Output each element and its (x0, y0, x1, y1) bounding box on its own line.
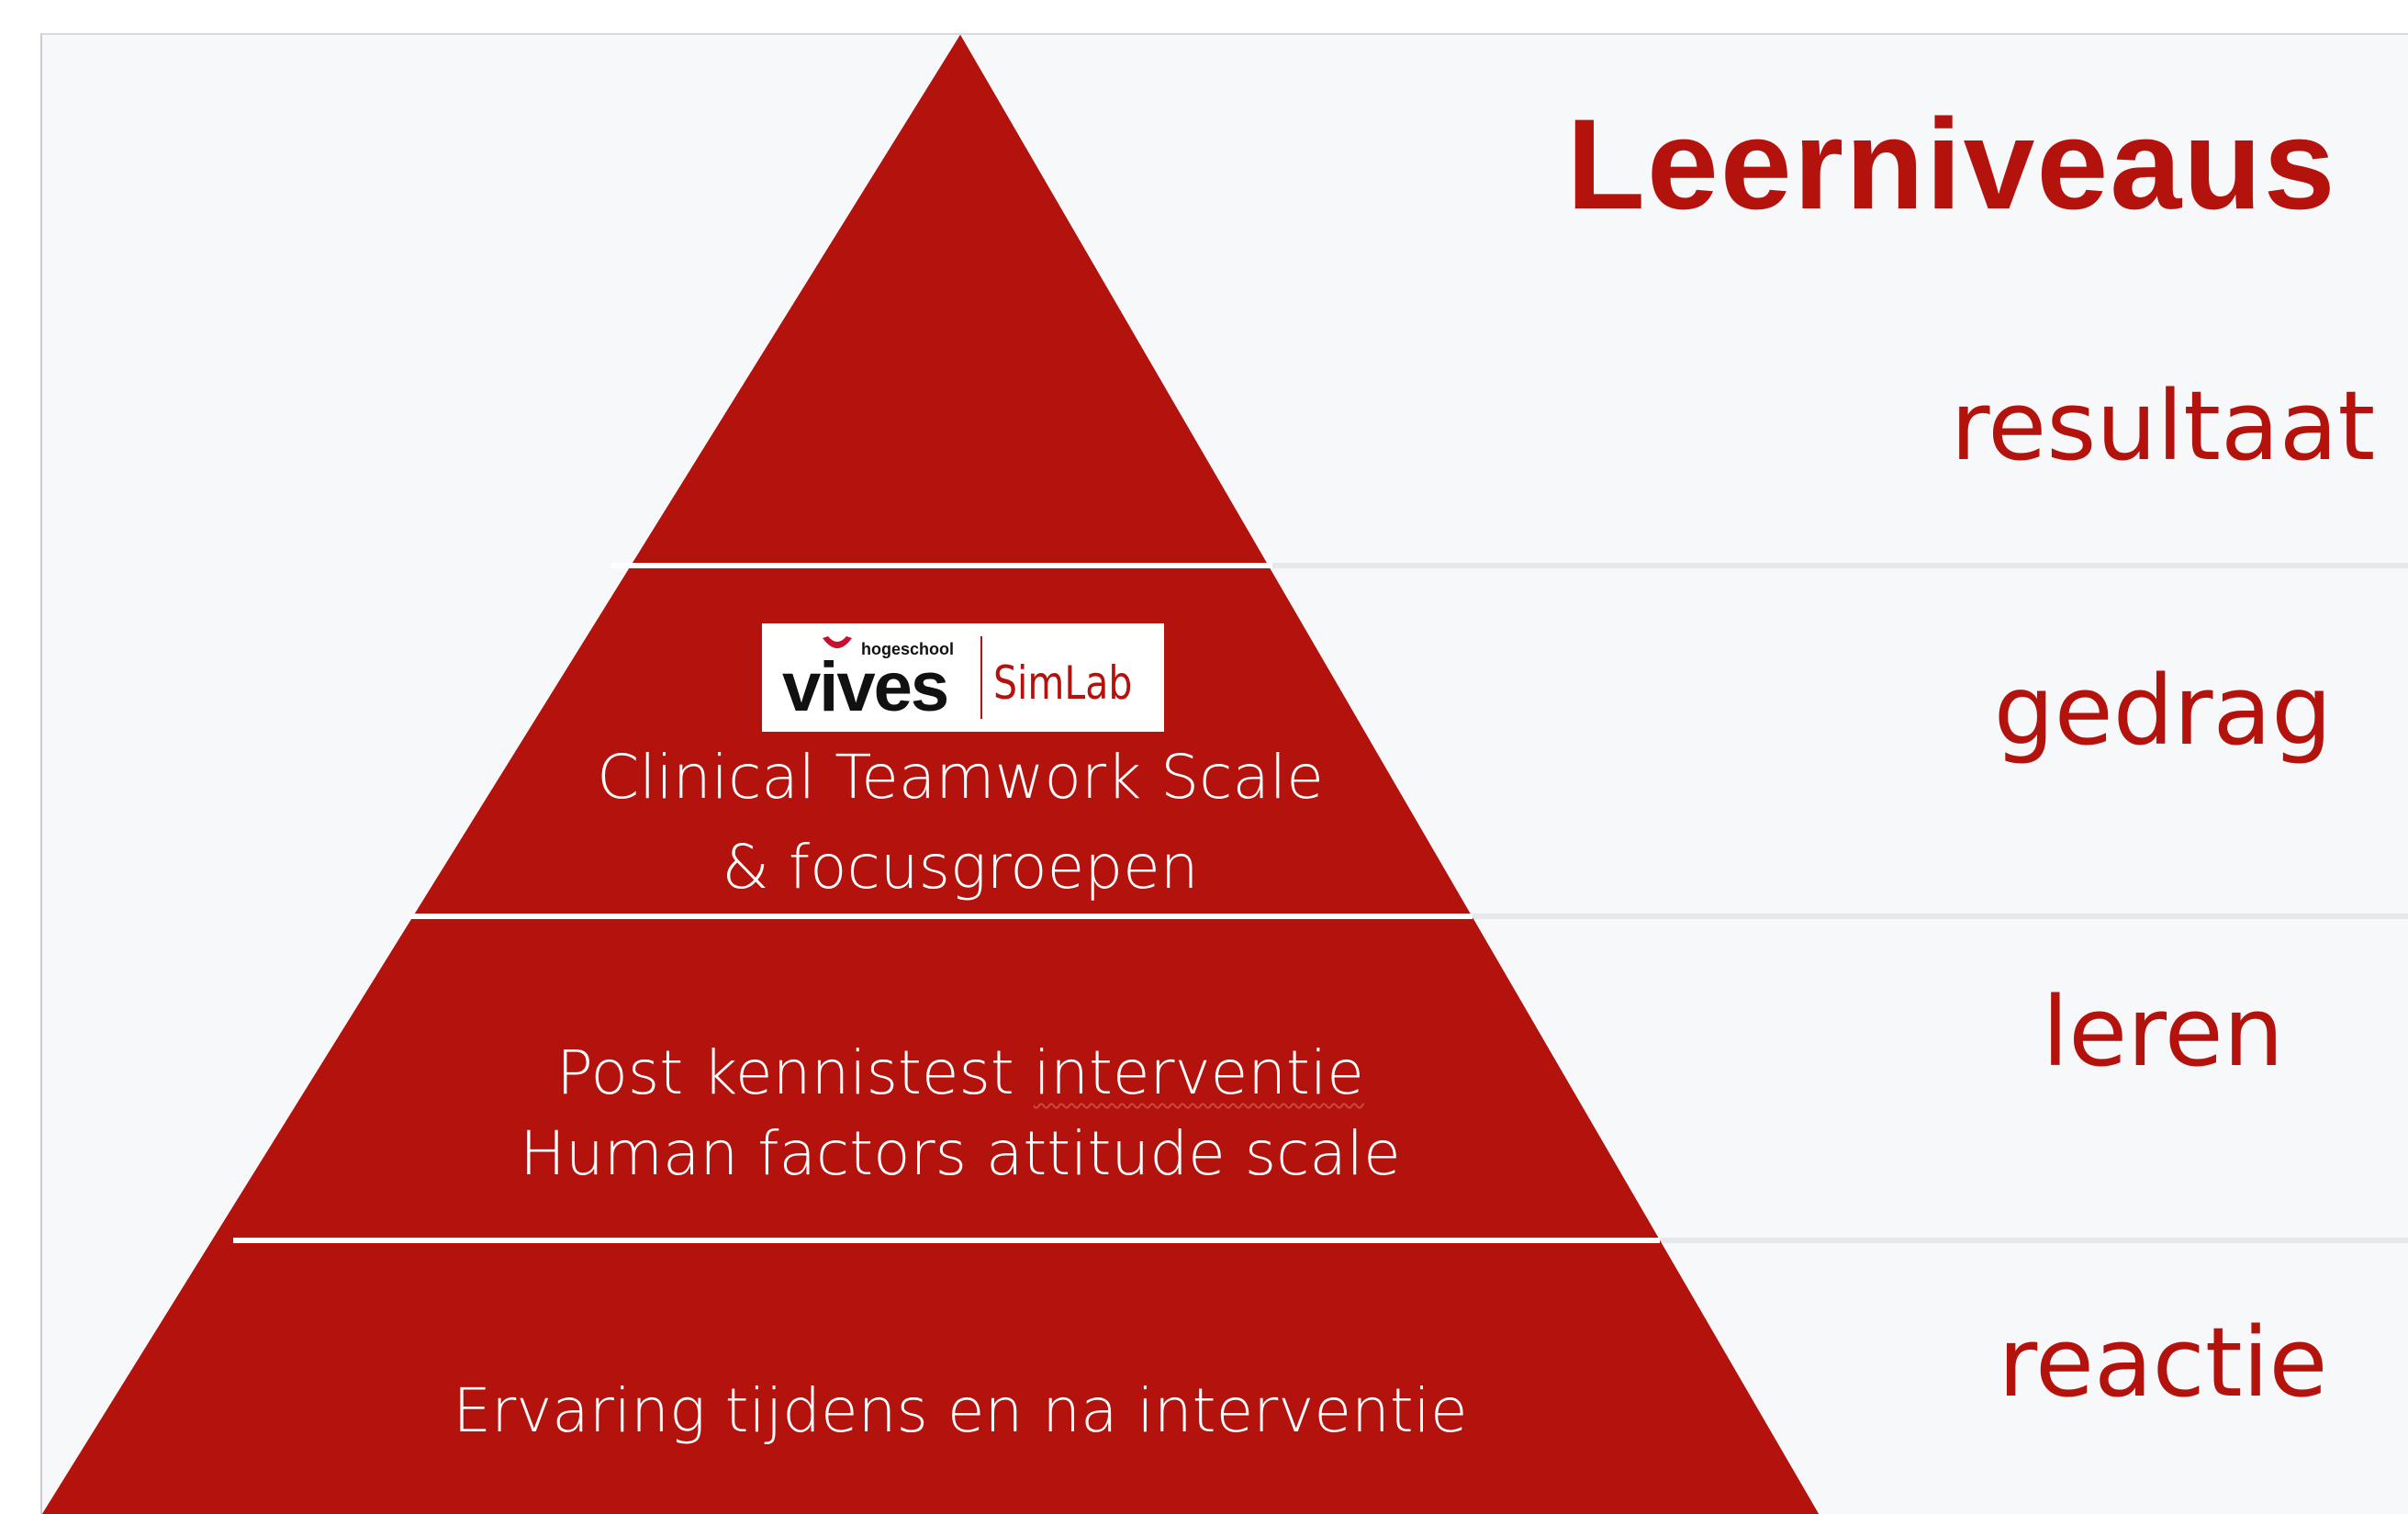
logo-brand: vives (782, 648, 949, 726)
level-label-resultaat: resultaat (1950, 370, 2376, 482)
gedrag-content-line-2: & focusgroepen (722, 832, 1199, 903)
logo-tagline: hogeschool (861, 640, 955, 658)
reactie-content-line-1: Ervaring tijdens en na interventie (453, 1375, 1468, 1446)
logo-separator (980, 636, 982, 719)
vives-simlab-logo: hogeschool vives SimLab (762, 623, 1164, 732)
gedrag-content-line-1: Clinical Teamwork Scale (597, 742, 1324, 813)
vives-smile-icon (823, 636, 852, 648)
level-label-reactie: reactie (1998, 1307, 2328, 1419)
pyramid-graphic (42, 35, 2408, 1514)
level-label-gedrag: gedrag (1993, 655, 2333, 767)
logo-product: SimLab (993, 656, 1133, 710)
level-label-leren: leren (2042, 976, 2284, 1088)
leren-content-line-2: Human factors attitude scale (520, 1118, 1401, 1189)
page-title: Leerniveaus (1566, 92, 2337, 236)
slide: hogeschool vives SimLab Clinical Teamwor… (40, 33, 2408, 1514)
leren-content-line-1: Post kennistest interventie (556, 1037, 1364, 1108)
